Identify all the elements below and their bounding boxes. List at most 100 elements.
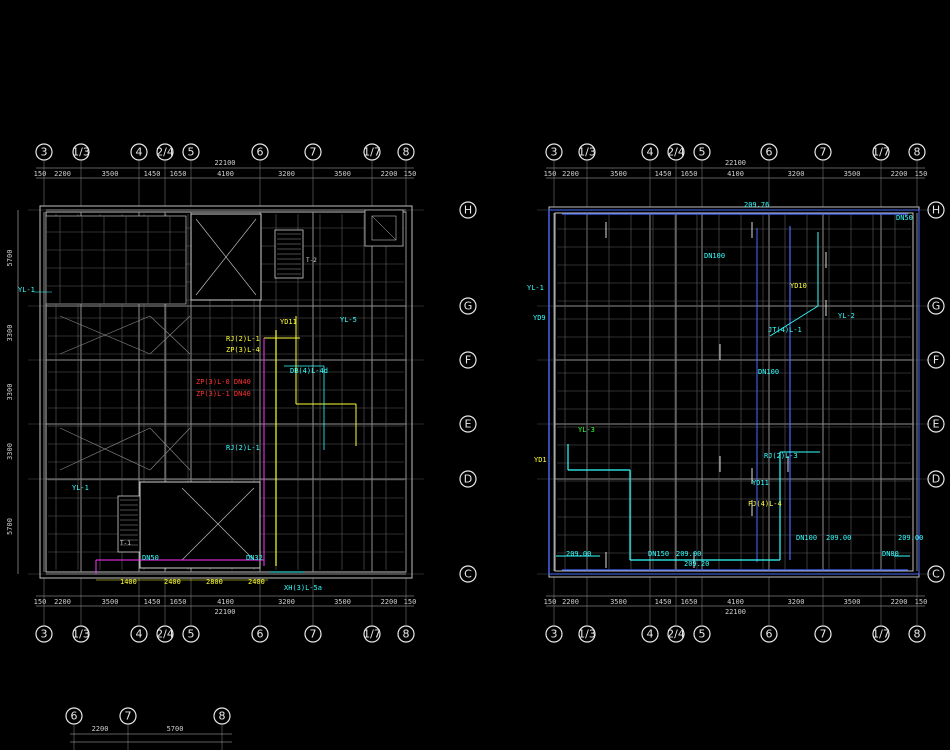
label-yd11: YD11 [280, 318, 297, 326]
fragment-axis-7: 7 [125, 710, 132, 723]
label-zp: ZP(3)L-4 [226, 346, 260, 354]
sub-dim-2: 2800 [206, 578, 223, 586]
total-dimension: 22100 [214, 159, 235, 167]
bottom-dim-6: 3200 [788, 598, 805, 606]
axis-label-top-3: 3 [551, 146, 558, 159]
bottom-dim-5: 4100 [727, 598, 744, 606]
top-dim-3: 1450 [144, 170, 161, 178]
label-elev-4: 209.00 [826, 534, 851, 542]
bottom-total-dimension: 22100 [214, 608, 235, 616]
axis-label-bottom-1/3: 1/3 [72, 628, 90, 641]
axis-label-bottom-2/4: 2/4 [667, 628, 685, 641]
row-axis-bubble [927, 297, 945, 315]
row-axis-label-D: D [932, 473, 940, 486]
axis-label-top-1/3: 1/3 [72, 146, 90, 159]
label-yd11-right: YD11 [752, 479, 769, 487]
row-axis-bubble [459, 415, 477, 433]
label-rj: RJ(2)L-1 [226, 335, 260, 343]
row-axis-label-G: G [932, 300, 941, 313]
axis-bubble-top [814, 143, 832, 161]
axis-bubble-top [872, 143, 890, 161]
axis-bubble-top [363, 143, 381, 161]
top-dim-8: 2200 [381, 170, 398, 178]
bottom-dim-0: 150 [544, 598, 557, 606]
axis-label-top-4: 4 [647, 146, 654, 159]
row-axis-label-E: E [465, 418, 472, 431]
axis-label-top-7: 7 [820, 146, 827, 159]
bottom-dim-6: 3200 [278, 598, 295, 606]
top-dim-3: 1450 [655, 170, 672, 178]
label-yl5: YL-5 [340, 316, 357, 324]
axis-bubble-bottom [72, 625, 90, 643]
bottom-dim-8: 2200 [891, 598, 908, 606]
pipe-layer-left [95, 316, 357, 574]
label-dn100-c: DN100 [796, 534, 817, 542]
label-elev-6: 209.00 [898, 534, 923, 542]
axis-bubble-bottom [693, 625, 711, 643]
label-rj-right: RJ(2)L-3 [764, 452, 798, 460]
row-axis-label-C: C [464, 568, 472, 581]
fragment-dim-0: 2200 [92, 725, 109, 733]
axis-label-top-1/3: 1/3 [578, 146, 596, 159]
axis-bubble-bottom [251, 625, 269, 643]
label-fj: FJ(4)L-4 [748, 500, 782, 508]
row-axis-label-H: H [932, 204, 940, 217]
axis-bubble-top [667, 143, 685, 161]
top-dim-8: 2200 [891, 170, 908, 178]
top-dim-1: 2200 [562, 170, 579, 178]
axis-bubble-bottom [397, 625, 415, 643]
axis-label-bottom-8: 8 [914, 628, 921, 641]
axis-label-top-6: 6 [766, 146, 773, 159]
label-yl1-right: YL-1 [527, 284, 544, 292]
label-red-2: ZP(3)L-1 DN40 [196, 390, 251, 398]
label-dn50-right: DN50 [896, 214, 913, 222]
row-axis-label-G: G [464, 300, 473, 313]
axis-bubble-bottom [545, 625, 563, 643]
total-dimension: 22100 [725, 159, 746, 167]
hatch [149, 315, 191, 355]
axis-bubble-bottom [304, 625, 322, 643]
left-dim-3: 3300 [6, 443, 14, 460]
axis-bubble-top [760, 143, 778, 161]
row-axis-label-H: H [464, 204, 472, 217]
axis-bubble-top [397, 143, 415, 161]
axis-label-bottom-4: 4 [647, 628, 654, 641]
axis-bubble-top [578, 143, 596, 161]
bottom-dim-1: 2200 [562, 598, 579, 606]
label-rj-2: RJ(2)L-1 [226, 444, 260, 452]
label-elev-5: 209.76 [744, 201, 769, 209]
axis-label-top-5: 5 [188, 146, 195, 159]
label-dn50: DN50 [142, 554, 159, 562]
inner-wall [554, 212, 914, 572]
row-axis-bubble [459, 351, 477, 369]
axis-bubble-top [156, 143, 174, 161]
bottom-dim-9: 150 [915, 598, 928, 606]
outer-wall [39, 205, 413, 579]
label-yd1: YD1 [534, 456, 547, 464]
axis-label-top-1/7: 1/7 [872, 146, 890, 159]
axis-label-bottom-4: 4 [136, 628, 143, 641]
pipe-layer-right [548, 209, 920, 575]
top-dim-9: 150 [915, 170, 928, 178]
axis-label-top-8: 8 [403, 146, 410, 159]
top-dim-5: 4100 [217, 170, 234, 178]
bottom-dim-5: 4100 [217, 598, 234, 606]
row-axis-label-C: C [932, 568, 940, 581]
core-box [139, 481, 261, 569]
top-dim-5: 4100 [727, 170, 744, 178]
axis-bubble-top [182, 143, 200, 161]
axis-label-bottom-7: 7 [310, 628, 317, 641]
axis-label-top-6: 6 [257, 146, 264, 159]
bottom-dim-2: 3500 [610, 598, 627, 606]
label-xh: XH(3)L-5a [284, 584, 322, 592]
blue-outline [548, 209, 920, 575]
bottom-dim-8: 2200 [381, 598, 398, 606]
label-db: DB(4)L-4d [290, 367, 328, 375]
bottom-dim-3: 1450 [655, 598, 672, 606]
axis-bubble-bottom [156, 625, 174, 643]
fragment-axis-8: 8 [219, 710, 226, 723]
label-elev-3: 209.20 [684, 560, 709, 568]
axis-bubble-top [304, 143, 322, 161]
bottom-dim-1: 2200 [54, 598, 71, 606]
